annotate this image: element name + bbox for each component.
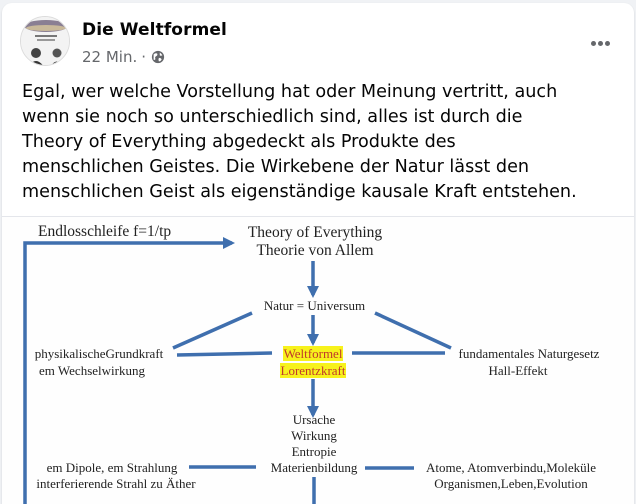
left1-line2: em Wechselwirkung bbox=[39, 363, 145, 378]
divider bbox=[2, 216, 634, 217]
post-header: Die Weltformel 22 Min. · bbox=[2, 3, 634, 73]
right1-line1: fundamentales Naturgesetz bbox=[458, 346, 600, 361]
more-options-button[interactable] bbox=[588, 31, 612, 55]
center-line1: Weltformel bbox=[276, 346, 350, 362]
left1-line1: physikalischeGrundkraft bbox=[34, 346, 164, 361]
left2-line1: em Dipole, em Strahlung bbox=[46, 460, 178, 475]
right2-line2: Organismen,Leben,Evolution bbox=[434, 476, 588, 491]
meta-separator: · bbox=[141, 48, 147, 66]
post-text-line: Theory of Everything abgedeckt als Produ… bbox=[22, 132, 456, 152]
avatar-image-icon bbox=[21, 17, 69, 65]
dot bbox=[597, 40, 603, 46]
globe-icon[interactable] bbox=[151, 50, 165, 64]
avatar[interactable] bbox=[20, 16, 70, 66]
lorentzkraft-highlight: Lorentzkraft bbox=[279, 363, 347, 378]
center-line2: Lorentzkraft bbox=[276, 363, 350, 379]
post-text: Egal, wer welche Vorstellung hat oder Me… bbox=[22, 80, 626, 205]
weltformel-highlight: Weltformel bbox=[282, 346, 344, 361]
dot bbox=[604, 40, 610, 46]
chain-line1: Ursache bbox=[292, 412, 336, 427]
toe-label-de: Theorie von Allem bbox=[256, 242, 374, 259]
loop-label: Endlosschleife f=1/tp bbox=[38, 223, 172, 240]
post-timestamp[interactable]: 22 Min. bbox=[82, 48, 138, 66]
chain-line4: Materienbildung bbox=[270, 460, 358, 475]
nature-label: Natur = Universum bbox=[263, 298, 366, 313]
post-text-line: menschlichen Geistes. Die Wirkebene der … bbox=[22, 157, 530, 177]
post-image-diagram[interactable]: Endlosschleife f=1/tp Theory of Everythi… bbox=[2, 217, 634, 504]
post-text-line: menschlichen Geist als eigenständige kau… bbox=[22, 182, 577, 202]
diagram-arrows bbox=[23, 237, 452, 504]
right1-line2: Hall-Effekt bbox=[488, 363, 548, 378]
post-author[interactable]: Die Weltformel bbox=[82, 20, 227, 40]
post-text-line: wenn sie noch so unterschiedlich sind, a… bbox=[22, 107, 523, 127]
chain-line2: Wirkung bbox=[291, 428, 337, 443]
post-text-line: Egal, wer welche Vorstellung hat oder Me… bbox=[22, 82, 558, 102]
chain-line3: Entropie bbox=[291, 444, 337, 459]
more-options-icon bbox=[590, 40, 596, 46]
toe-label-en: Theory of Everything bbox=[247, 224, 383, 241]
post-card: Die Weltformel 22 Min. · Egal, wer welch… bbox=[2, 3, 634, 504]
left2-line2: interferierende Strahl zu Äther bbox=[36, 476, 196, 491]
right2-line1: Atome, Atomverbindu,Moleküle bbox=[425, 460, 597, 475]
post-meta: 22 Min. · bbox=[82, 48, 165, 66]
